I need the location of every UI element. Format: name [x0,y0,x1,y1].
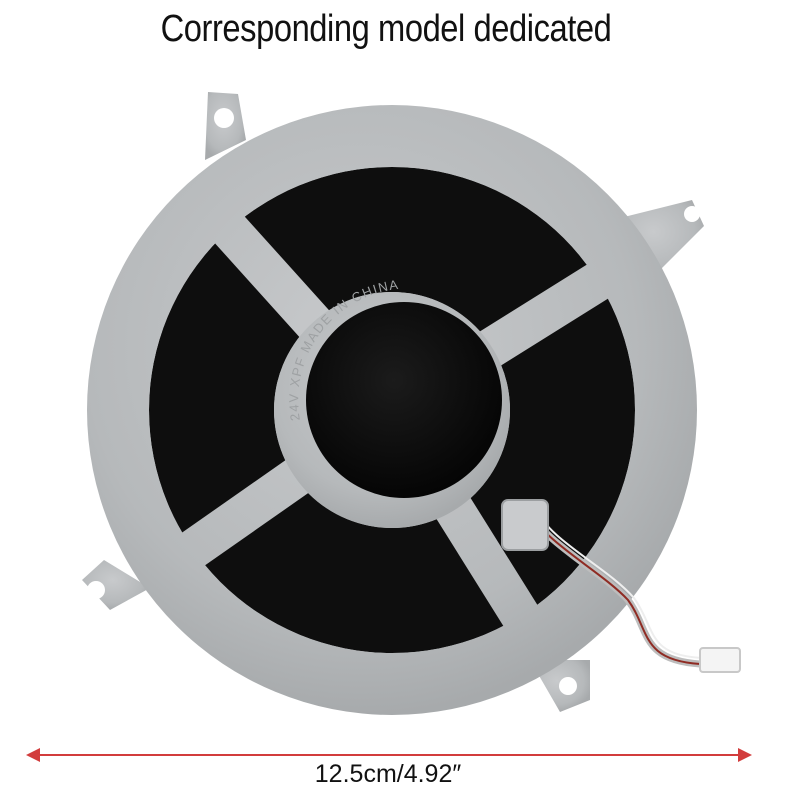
dimension-label: 12.5cm/4.92″ [314,760,462,788]
fan-hub [306,302,502,498]
screw-hole-top-left [214,108,234,128]
dimension-arrow [26,748,752,762]
cable-connector [699,647,741,673]
headline: Corresponding model dedicated [160,8,612,50]
screw-hole-bottom-right [559,677,577,695]
screw-hole-left [87,581,105,599]
screw-hole-right [684,206,700,222]
mounting-tab-right [612,200,704,280]
fan-cable [501,499,705,668]
